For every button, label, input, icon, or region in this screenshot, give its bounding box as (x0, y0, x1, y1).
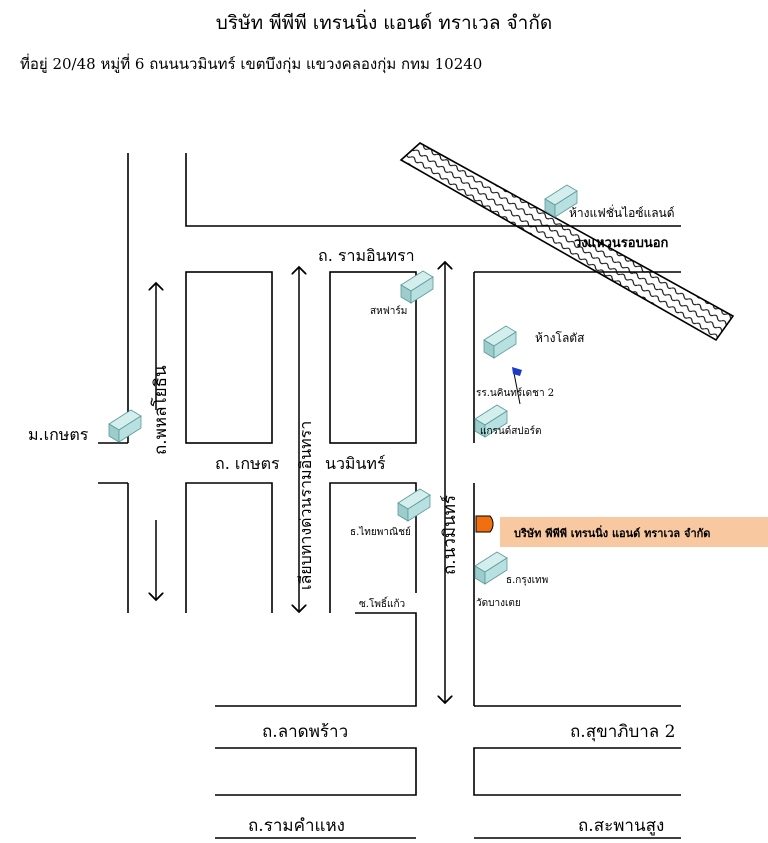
label-kasetsart: ม.เกษตร (28, 425, 89, 444)
label-wat-bang-toei: วัดบางเตย (476, 598, 521, 609)
label-school: รร.นคินทร์เดชา 2 (476, 387, 554, 399)
label-safari: สหฟาร์ม (370, 305, 407, 317)
road-saphan-sung: ถ.สะพานสูง (578, 816, 664, 836)
label-bangkok-bank: ธ.กรุงเทพ (506, 575, 548, 586)
label-thai-panich: ธ.ไทยพาณิชย์ (350, 526, 411, 538)
label-soi-pho-kaeo: ซ.โพธิ์แก้ว (359, 596, 405, 610)
label-lotus: ห้างโลตัส (535, 331, 585, 345)
road-ramkhamhaeng: ถ.รามคำแหง (248, 816, 345, 836)
road-lines (98, 153, 681, 839)
label-fashion-island: ห้างแฟชั่นไอซ์แลนด์ (569, 204, 675, 220)
road-ram-intra: ถ. รามอินทรา (318, 246, 415, 265)
company-band (500, 517, 768, 547)
label-grand-sport: แกรนด์สปอร์ต (480, 425, 542, 437)
road-sukhaphiban-2: ถ.สุขาภิบาล 2 (570, 722, 675, 742)
company-title: บริษัท พีพีพี เทรนนิ่ง แอนด์ ทราเวล จำกั… (215, 12, 553, 34)
road-ram-intra-bypass: เลียบทางด่วนรามอินทรา (296, 421, 315, 590)
road-lat-phrao: ถ.ลาดพร้าว (262, 722, 348, 742)
direction-arrows (156, 262, 445, 703)
road-nawamin: ถ.นวมินทร์ (440, 495, 460, 575)
road-kaset-a: ถ. เกษตร (215, 454, 280, 473)
road-outer-ring: วงแหวนรอบนอก (574, 236, 669, 251)
company-marker-icon (475, 515, 494, 533)
company-address: ที่อยู่ 20/48 หมู่ที่ 6 ถนนนวมินทร์ เขตบ… (20, 55, 483, 73)
label-company: บริษัท พีพีพี เทรนนิ่ง แอนด์ ทราเวล จำกั… (514, 525, 710, 540)
thai-panich-building-icon (397, 488, 431, 522)
safari-building-icon (400, 270, 434, 304)
kasetsart-building-icon (108, 409, 142, 443)
school-flag-icon (512, 367, 522, 405)
bangkok-bank-building-icon (474, 551, 508, 585)
road-kaset-b: นวมินทร์ (325, 454, 386, 473)
road-phahon-yothin: ถ.พหลโยธิน (150, 365, 171, 455)
outer-ring-highway (399, 142, 735, 342)
lotus-building-icon (483, 325, 517, 359)
